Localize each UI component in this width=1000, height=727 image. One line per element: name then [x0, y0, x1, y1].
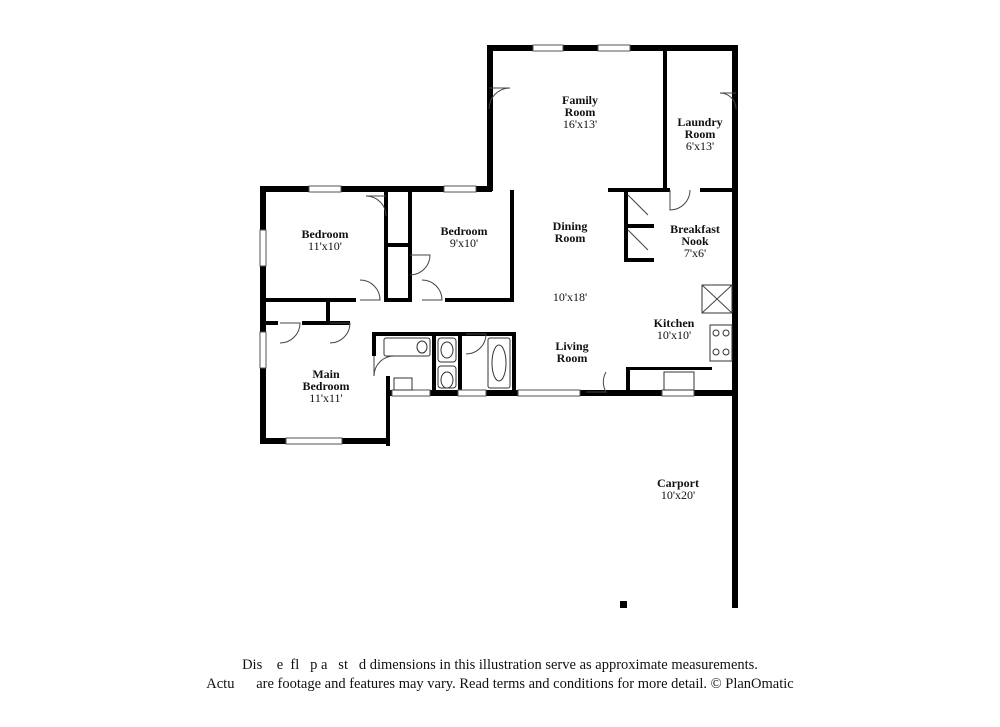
- family-room-size: 16'x13': [563, 117, 597, 131]
- carport-name: Carport: [657, 476, 699, 490]
- living-room-name-1: Living: [555, 339, 588, 353]
- dining-room-name-1: Dining: [553, 219, 588, 233]
- room-labels: Family Room 16'x13' Laundry Room 6'x13' …: [301, 93, 722, 502]
- family-room-name-2: Room: [565, 105, 596, 119]
- windows: [259, 44, 695, 445]
- disclaimer: Dis e fl p a st d dimensions in this ill…: [0, 656, 1000, 694]
- dining-room-name-2: Room: [555, 231, 586, 245]
- laundry-room-name-2: Room: [685, 127, 716, 141]
- family-room-name-1: Family: [562, 93, 598, 107]
- floor-plan: Family Room 16'x13' Laundry Room 6'x13' …: [259, 44, 738, 608]
- kitchen-name: Kitchen: [654, 316, 695, 330]
- living-room-name-2: Room: [557, 351, 588, 365]
- kitchen-size: 10'x10': [657, 328, 691, 342]
- bedroom-mid-name: Bedroom: [440, 224, 487, 238]
- carport-size: 10'x20': [661, 488, 695, 502]
- breakfast-nook-size: 7'x6': [684, 246, 706, 260]
- dining-living-size: 10'x18': [553, 290, 587, 304]
- breakfast-nook-name-1: Breakfast: [670, 222, 720, 236]
- laundry-room-name-1: Laundry: [677, 115, 722, 129]
- disclaimer-line-2: Actu are footage and features may vary. …: [206, 676, 794, 692]
- main-bedroom-size: 11'x11': [309, 391, 342, 405]
- main-bedroom-name-1: Main: [312, 367, 340, 381]
- disclaimer-line-1: Dis e fl p a st d dimensions in this ill…: [242, 657, 758, 673]
- bedroom-left-name: Bedroom: [301, 227, 348, 241]
- breakfast-nook-name-2: Nook: [681, 234, 709, 248]
- laundry-room-size: 6'x13': [686, 139, 714, 153]
- bedroom-mid-size: 9'x10': [450, 236, 478, 250]
- fixtures: [383, 284, 733, 391]
- main-bedroom-name-2: Bedroom: [302, 379, 349, 393]
- bedroom-left-size: 11'x10': [308, 239, 342, 253]
